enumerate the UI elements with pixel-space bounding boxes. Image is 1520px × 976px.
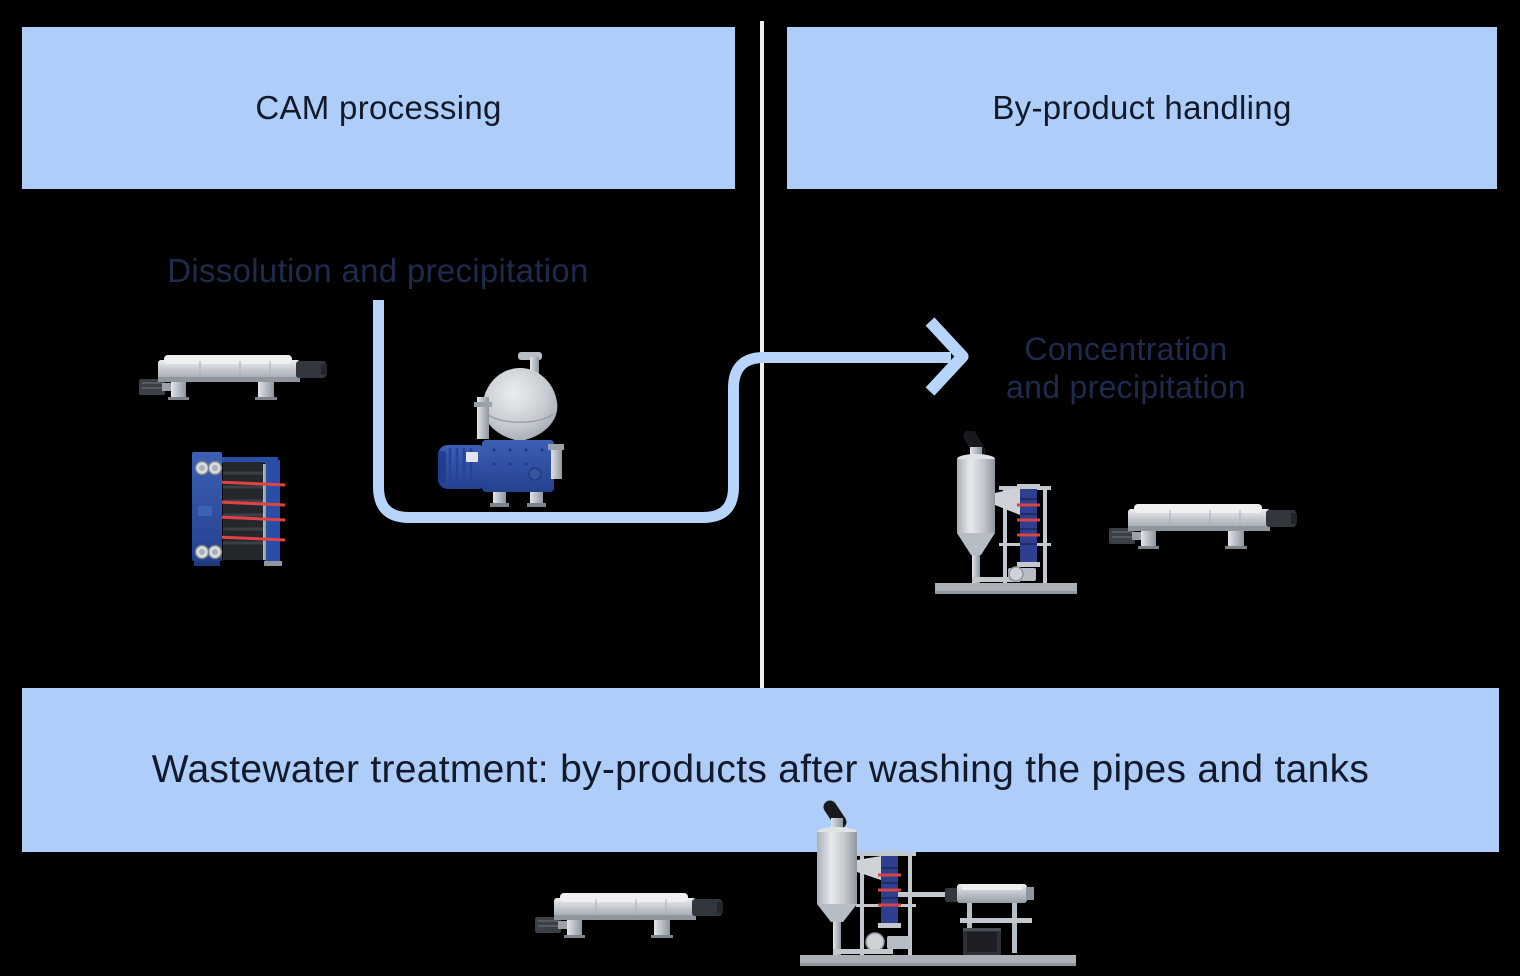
- decanter-centrifuge-icon: [1108, 501, 1298, 553]
- header-byproduct-handling: By-product handling: [787, 27, 1497, 189]
- section-divider-line: [760, 21, 764, 688]
- stage-label-dissolution: Dissolution and precipitation: [167, 252, 589, 289]
- clarifier-module-icon: [933, 431, 1079, 598]
- plate-heat-exchanger-icon: [190, 451, 290, 566]
- banner-wastewater-treatment-label: Wastewater treatment: by-products after …: [151, 748, 1370, 791]
- banner-wastewater-treatment: Wastewater treatment: by-products after …: [22, 688, 1499, 852]
- header-cam-processing-label: CAM processing: [255, 89, 502, 126]
- wastewater-treatment-skid-icon: [799, 800, 1077, 968]
- decanter-centrifuge-icon: [138, 352, 328, 404]
- header-byproduct-handling-label: By-product handling: [992, 89, 1292, 126]
- stage-label-concentration-line1: Concentration: [1024, 331, 1228, 367]
- disc-stack-separator-icon: [438, 352, 564, 508]
- header-cam-processing: CAM processing: [22, 27, 735, 189]
- decanter-centrifuge-icon: [534, 890, 724, 942]
- stage-label-concentration: Concentration and precipitation: [946, 330, 1306, 406]
- stage-label-concentration-line2: and precipitation: [1006, 369, 1246, 405]
